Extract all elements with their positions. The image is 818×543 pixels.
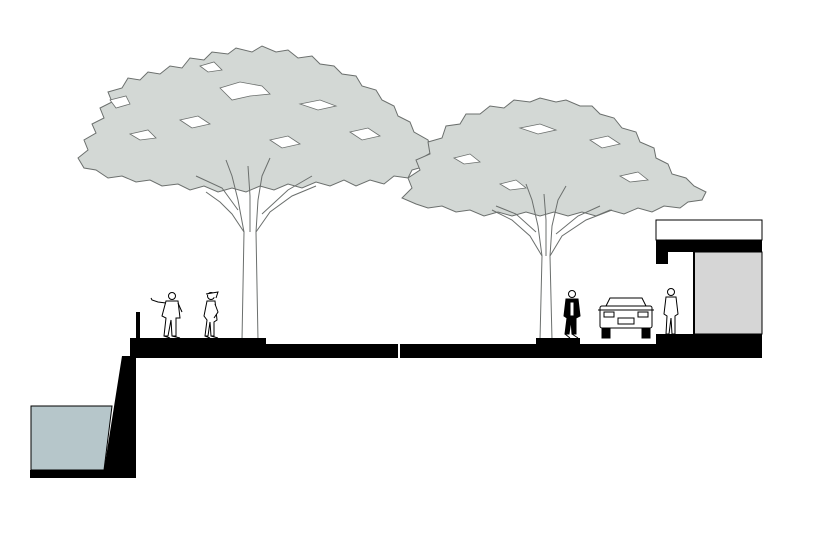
right-tree-trunk: [491, 183, 613, 341]
pedestrian-walking: [563, 290, 581, 339]
parked-car: [598, 297, 654, 339]
pedestrian-by-building: [663, 288, 679, 337]
right-tree-canopy: [401, 97, 707, 217]
pedestrian-standing: [203, 291, 219, 339]
building: [655, 219, 763, 335]
ground-section: [30, 312, 762, 478]
pedestrian-pointing: [150, 292, 183, 339]
left-tree-canopy: [77, 45, 433, 193]
left-tree-trunk: [195, 157, 317, 341]
canal-water: [30, 405, 113, 471]
